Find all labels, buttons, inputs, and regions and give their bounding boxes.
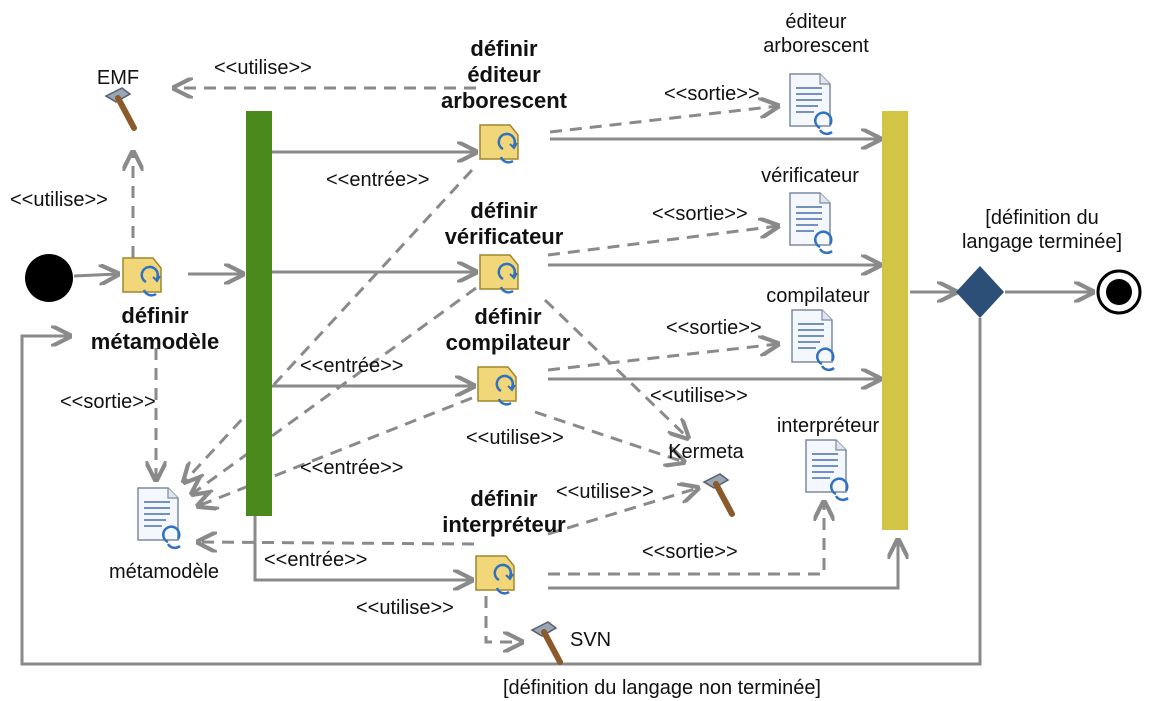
artifact-label-verificateur: vérificateur <box>761 165 859 187</box>
document-icon-compilateur <box>790 308 836 372</box>
activity-icon-interpreteur <box>474 554 516 595</box>
activity-icon-verificateur <box>478 253 520 294</box>
artifact-label-interpreteur: interpréteur <box>777 415 880 437</box>
initial-node <box>25 254 73 302</box>
stereotype-sortie: <<sortie>> <box>666 317 762 339</box>
activity-icon-metamodele <box>121 256 163 297</box>
decision-node <box>956 266 1004 318</box>
stereotype-utilise: <<utilise>> <box>556 481 654 503</box>
fork-bar <box>246 111 272 516</box>
stereotype-sortie: <<sortie>> <box>664 83 760 105</box>
stereotype-utilise: <<utilise>> <box>10 189 108 211</box>
document-icon-verificateur <box>788 191 834 255</box>
artifact-label-metamodele: métamodèle <box>109 561 219 583</box>
control-flows <box>20 139 1093 666</box>
final-node <box>1096 269 1142 315</box>
stereotype-entree: <<entrée>> <box>300 457 403 479</box>
hammer-icon-emf <box>106 88 134 128</box>
stereotype-entree: <<entrée>> <box>326 169 429 191</box>
hammer-icon-svn <box>532 622 560 662</box>
hammer-icon-kermeta <box>704 474 732 514</box>
stereotype-utilise: <<utilise>> <box>356 597 454 619</box>
tool-label-emf: EMF <box>97 67 139 89</box>
activity-icon-compilateur <box>476 365 518 406</box>
stereotype-entree: <<entrée>> <box>264 549 367 571</box>
stereotype-utilise: <<utilise>> <box>214 57 312 79</box>
tool-label-svn: SVN <box>570 629 611 651</box>
stereotype-sortie: <<sortie>> <box>652 203 748 225</box>
join-bar <box>882 111 908 530</box>
stereotype-utilise: <<utilise>> <box>650 385 748 407</box>
document-icon-editeur <box>788 72 834 136</box>
stereotype-entree: <<entrée>> <box>300 355 403 377</box>
guard-non-termine: [définition du langage non terminée] <box>503 677 821 699</box>
stereotype-sortie: <<sortie>> <box>60 391 156 413</box>
document-icon-metamodele <box>136 486 182 550</box>
document-icon-interpreteur <box>804 438 850 502</box>
tool-label-kermeta: Kermeta <box>668 441 744 463</box>
activity-icon-editeur <box>478 123 520 164</box>
stereotype-utilise: <<utilise>> <box>466 427 564 449</box>
dependency-flows <box>133 88 824 642</box>
artifact-label-compilateur: compilateur <box>766 285 870 307</box>
stereotype-sortie: <<sortie>> <box>642 541 738 563</box>
